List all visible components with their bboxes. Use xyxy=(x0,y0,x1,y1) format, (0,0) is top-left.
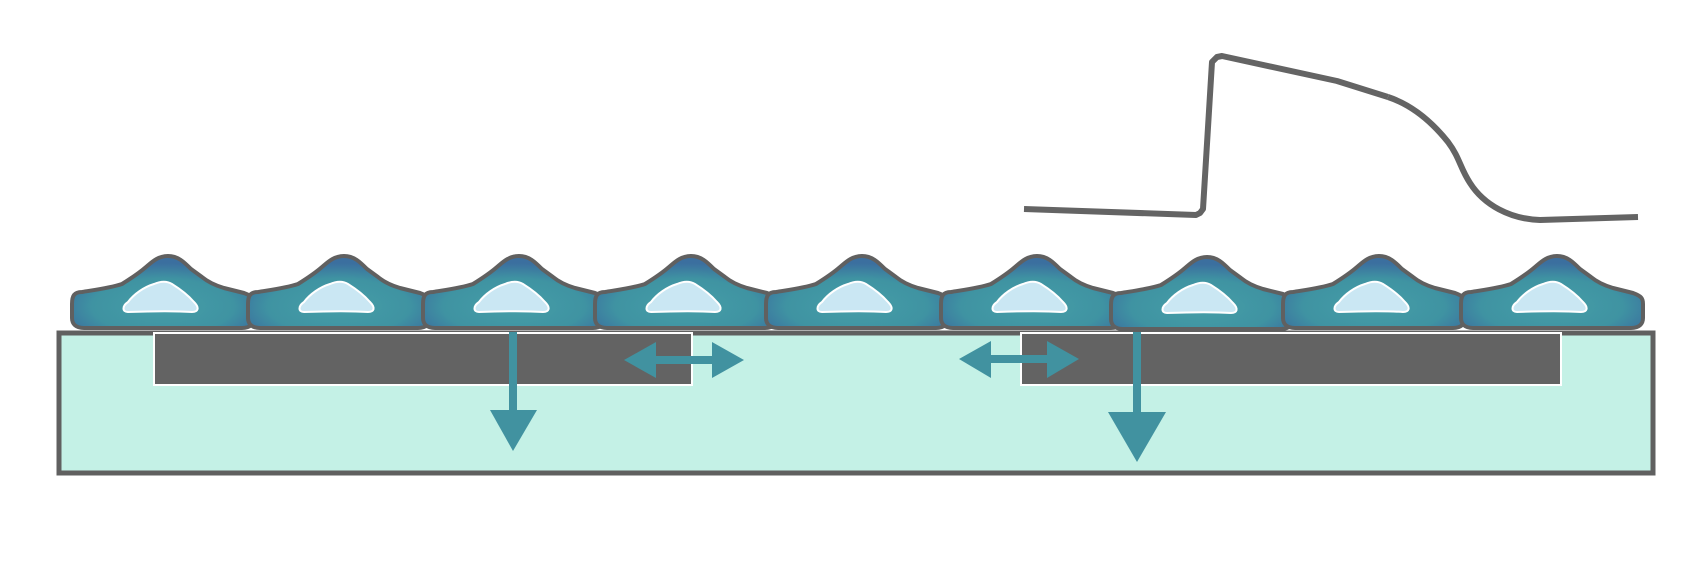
cell-monolayer xyxy=(70,254,1645,331)
recording-trace-curve xyxy=(1387,94,1639,223)
epithelial-cell-icon xyxy=(246,254,432,330)
double-arrow-icon xyxy=(959,341,1079,378)
recording-trace-line xyxy=(1023,53,1389,218)
arrow-down-icon xyxy=(490,332,537,451)
epithelial-cell-icon xyxy=(593,254,779,330)
epithelial-cell-icon xyxy=(1281,254,1467,330)
epithelial-cell-icon xyxy=(421,254,607,330)
epithelial-cell-icon xyxy=(764,254,950,330)
epithelial-cell-icon xyxy=(1459,254,1645,330)
electrode-left xyxy=(153,332,693,386)
epithelial-cell-icon xyxy=(939,254,1125,330)
arrow-down-icon xyxy=(1108,332,1166,462)
double-arrow-icon xyxy=(624,342,744,378)
epithelial-cell-icon xyxy=(1109,255,1295,331)
epithelial-cell-icon xyxy=(70,254,256,330)
electrode-right xyxy=(1020,332,1562,386)
